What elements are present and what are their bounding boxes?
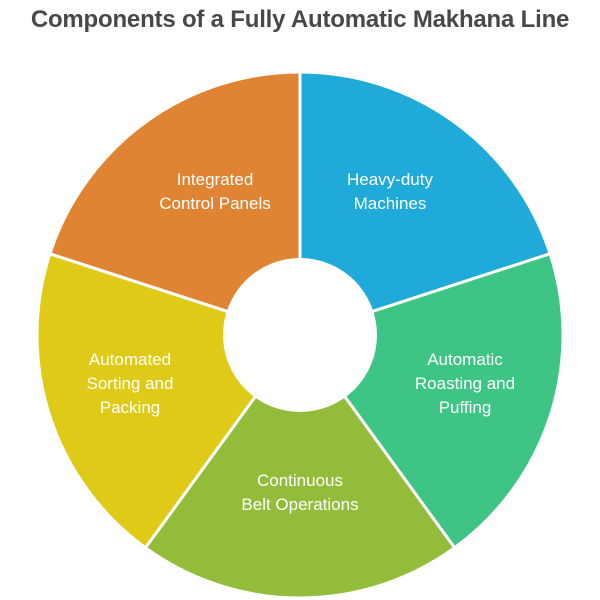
label-line: Packing bbox=[100, 398, 160, 417]
label-line: Belt Operations bbox=[241, 495, 358, 514]
label-line: Automated bbox=[89, 350, 171, 369]
label-line: Puffing bbox=[439, 398, 492, 417]
segment-continuous-belt-operations bbox=[143, 333, 457, 600]
center-hole bbox=[223, 258, 377, 412]
label-line: Control Panels bbox=[159, 194, 271, 213]
diagram-title: Components of a Fully Automatic Makhana … bbox=[30, 6, 570, 33]
label-line: Roasting and bbox=[415, 374, 515, 393]
label-line: Automatic bbox=[427, 350, 503, 369]
label-line: Continuous bbox=[257, 471, 343, 490]
label-line: Integrated bbox=[177, 170, 254, 189]
label-line: Heavy-duty bbox=[347, 170, 433, 189]
segment-heavy-duty-machines bbox=[298, 70, 552, 337]
label-line: Sorting and bbox=[87, 374, 174, 393]
segment-integrated-control-panels bbox=[48, 70, 302, 337]
label-line: Machines bbox=[354, 194, 427, 213]
